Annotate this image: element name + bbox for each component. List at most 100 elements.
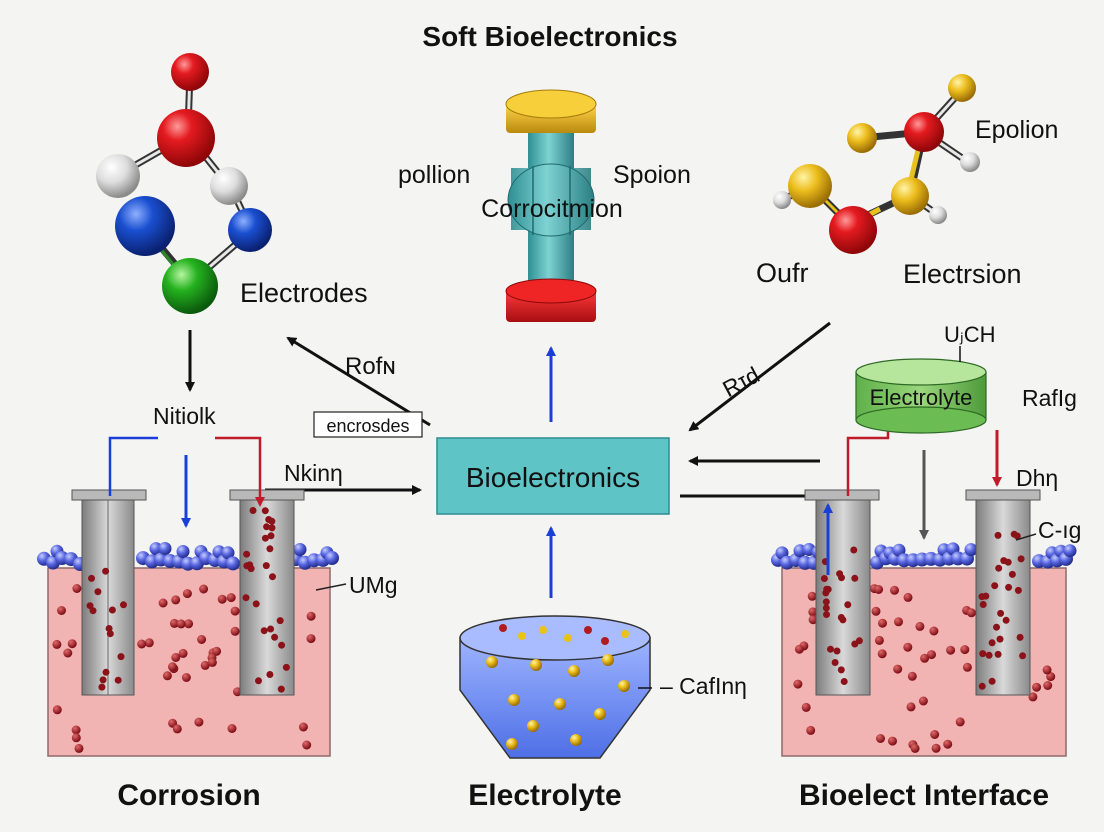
tissue-particle [217,594,227,604]
tissue-particle [910,743,920,753]
tissue-particle [184,619,194,629]
post-particle [117,653,125,661]
tissue-particle [1043,681,1053,690]
post-particle [979,650,987,658]
post-particle [831,659,839,666]
bioelectronics-label: Bioelectronics [466,462,640,493]
post-particle [102,668,110,676]
post-particle [1017,555,1025,563]
tissue-particle [894,617,903,627]
label-uch: UⱼCH [944,322,996,347]
post-particle [985,651,993,659]
tissue-particle [871,606,881,616]
tissue-particle [306,611,316,621]
bead [221,546,235,560]
tissue-particle [178,648,188,658]
electrolyte-cylinder [855,346,987,434]
tissue-particle [808,615,818,625]
label-umg: UMg [349,572,398,598]
tissue-particle [71,733,81,743]
post-particle [851,640,859,648]
post-particle [266,545,274,553]
tissue-particle [874,585,884,594]
electrolyte-particle [530,659,542,671]
tissue-particle [176,619,186,629]
tissue-particle [226,593,236,603]
tissue-particle [197,635,207,644]
tissue-particle [57,606,66,615]
tissue-particle [903,642,913,652]
post-particle [261,534,269,542]
tissue-particle [946,645,956,655]
post-particle [991,582,999,590]
tissue-particle [943,739,953,749]
label-electrodes: Electrodes [240,278,368,308]
post-particle [994,650,1002,658]
label-cafin: – CafInη [660,673,747,699]
bead [149,542,163,556]
label-rofn: Rofɴ [345,353,396,380]
post-particle [836,570,844,578]
tissue-particle [169,618,179,628]
post-particle [86,602,94,610]
electrolyte-particle [508,694,520,706]
label-cig: C-ıg [1038,517,1081,543]
post-particle [837,614,845,621]
right-tissue-dots [793,584,1056,753]
left-tissue-panel [37,436,347,757]
tissue-particle [182,589,192,599]
electrolyte-particle [601,637,609,645]
post-particle [105,625,113,632]
tissue-particle [877,649,887,659]
tissue-particle [906,702,916,712]
nitrogen-atom [115,196,175,256]
label-corrocitmion: Corrocitmion [481,195,623,223]
right-left-electrode-post [815,499,871,696]
tissue-particle [158,598,168,608]
post-particle [1013,532,1021,540]
bead [176,545,190,558]
tissue-particle [876,734,885,743]
tissue-particle [171,653,181,662]
tissue-particle [920,653,930,663]
bead [892,543,906,557]
post-particle [994,531,1002,539]
left-tissue-dots [52,584,316,753]
post-particle [114,676,122,684]
post-particle [1014,586,1022,594]
electrolyte-particle [594,708,606,720]
tissue-particle [137,639,147,649]
post-particle [1002,616,1010,624]
label-electrolyte-cylinder: Electrolyte [870,385,973,410]
tissue-particle [794,644,804,654]
tissue-particle [63,648,73,658]
electrolyte-particle [539,626,547,634]
post-particle [267,625,275,633]
label-dhn: Dhη [1016,465,1058,491]
post-particle [94,588,102,596]
tissue-particle [171,595,181,605]
post-particle [982,592,990,600]
tissue-particle [302,740,312,750]
oxygen-atom [171,53,209,91]
label-spoion: Spoion [613,161,691,189]
tissue-particle [181,673,191,682]
tissue-particle [927,650,936,660]
left-red-wire [215,436,265,507]
post-particle [102,567,110,575]
oxygen-atom [904,112,944,152]
tissue-particle [162,671,172,681]
post-particle [1004,558,1012,566]
post-particle [993,623,1000,631]
bead [158,542,172,555]
electrolyte-particle [564,634,572,642]
tissue-particle [918,696,928,706]
right-molecule [773,74,980,254]
post-particle [823,585,831,593]
tissue-particle [207,657,217,667]
post-particle [255,677,262,685]
tissue-particle [227,724,237,733]
left-blue-wire [108,436,158,496]
tissue-particle [172,724,182,734]
